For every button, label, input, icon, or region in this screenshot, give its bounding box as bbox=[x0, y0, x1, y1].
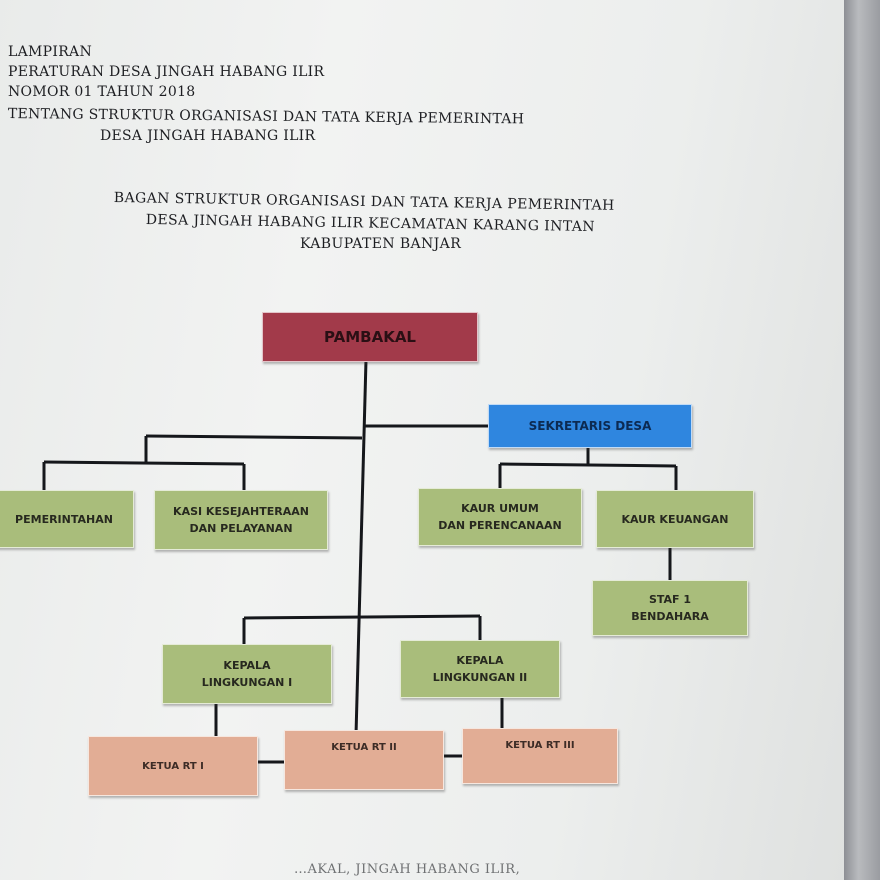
footer-text: …AKAL, JINGAH HABANG ILIR, bbox=[294, 862, 521, 877]
header-desa: DESA JINGAH HABANG ILIR bbox=[100, 128, 316, 144]
rt2-label: KETUA RT II bbox=[331, 742, 397, 753]
header-nomor: NOMOR 01 TAHUN 2018 bbox=[8, 84, 196, 100]
monitor-bezel bbox=[844, 0, 880, 880]
chart-title-line3: KABUPATEN BANJAR bbox=[300, 236, 462, 252]
left-subbranch-line bbox=[43, 460, 245, 466]
kepala2-line2: LINGKUNGAN II bbox=[432, 671, 528, 684]
kepala1-line2: LINGKUNGAN I bbox=[201, 676, 293, 689]
rt1-label: KETUA RT I bbox=[142, 760, 204, 772]
left-branch-line bbox=[145, 434, 363, 440]
header-peraturan: PERATURAN DESA JINGAH HABANG ILIR bbox=[8, 64, 325, 80]
node-staf-bendahara: STAF 1 BENDAHARA bbox=[592, 580, 748, 636]
sekretaris-subbranch-line bbox=[499, 462, 677, 468]
kaur-umum-line1: KAUR UMUM bbox=[461, 502, 539, 515]
node-ketua-rt-1: KETUA RT I bbox=[88, 736, 258, 796]
kaur-keuangan-label: KAUR KEUANGAN bbox=[621, 512, 729, 526]
staf-line2: BENDAHARA bbox=[631, 610, 709, 623]
node-kaur-umum: KAUR UMUM DAN PERENCANAAN bbox=[418, 488, 582, 546]
kepala1-line1: KEPALA bbox=[223, 659, 271, 672]
node-kepala-lingkungan-2: KEPALA LINGKUNGAN II bbox=[400, 640, 560, 698]
org-chart-connectors bbox=[42, 359, 678, 764]
pambakal-label: PAMBAKAL bbox=[324, 327, 416, 346]
node-pambakal: PAMBAKAL bbox=[262, 312, 478, 362]
trunk-line bbox=[354, 359, 368, 736]
node-ketua-rt-3: KETUA RT III bbox=[462, 728, 618, 784]
node-kepala-lingkungan-1: KEPALA LINGKUNGAN I bbox=[162, 644, 332, 704]
staf-line1: STAF 1 bbox=[648, 593, 692, 606]
kasi-label-line1: KASI KESEJAHTERAAN bbox=[173, 505, 309, 518]
node-kaur-keuangan: KAUR KEUANGAN bbox=[596, 490, 754, 548]
kasi-label-line2: DAN PELAYANAN bbox=[189, 522, 293, 535]
lingkungan-branch-line bbox=[243, 614, 481, 620]
kepala2-line1: KEPALA bbox=[456, 654, 504, 667]
header-lampiran: LAMPIRAN bbox=[8, 44, 92, 60]
kaur-umum-line2: DAN PERENCANAAN bbox=[438, 519, 562, 532]
node-ketua-rt-2: KETUA RT II bbox=[284, 730, 444, 790]
node-kasi-kesejahteraan: KASI KESEJAHTERAAN DAN PELAYANAN bbox=[154, 490, 328, 550]
document-page: LAMPIRAN PERATURAN DESA JINGAH HABANG IL… bbox=[0, 0, 844, 880]
rt3-label: KETUA RT III bbox=[505, 740, 575, 751]
node-sekretaris-desa: SEKRETARIS DESA bbox=[488, 404, 692, 448]
node-pemerintahan: PEMERINTAHAN bbox=[0, 490, 134, 548]
pemerintahan-label: PEMERINTAHAN bbox=[15, 512, 113, 526]
sekretaris-label: SEKRETARIS DESA bbox=[528, 418, 652, 433]
